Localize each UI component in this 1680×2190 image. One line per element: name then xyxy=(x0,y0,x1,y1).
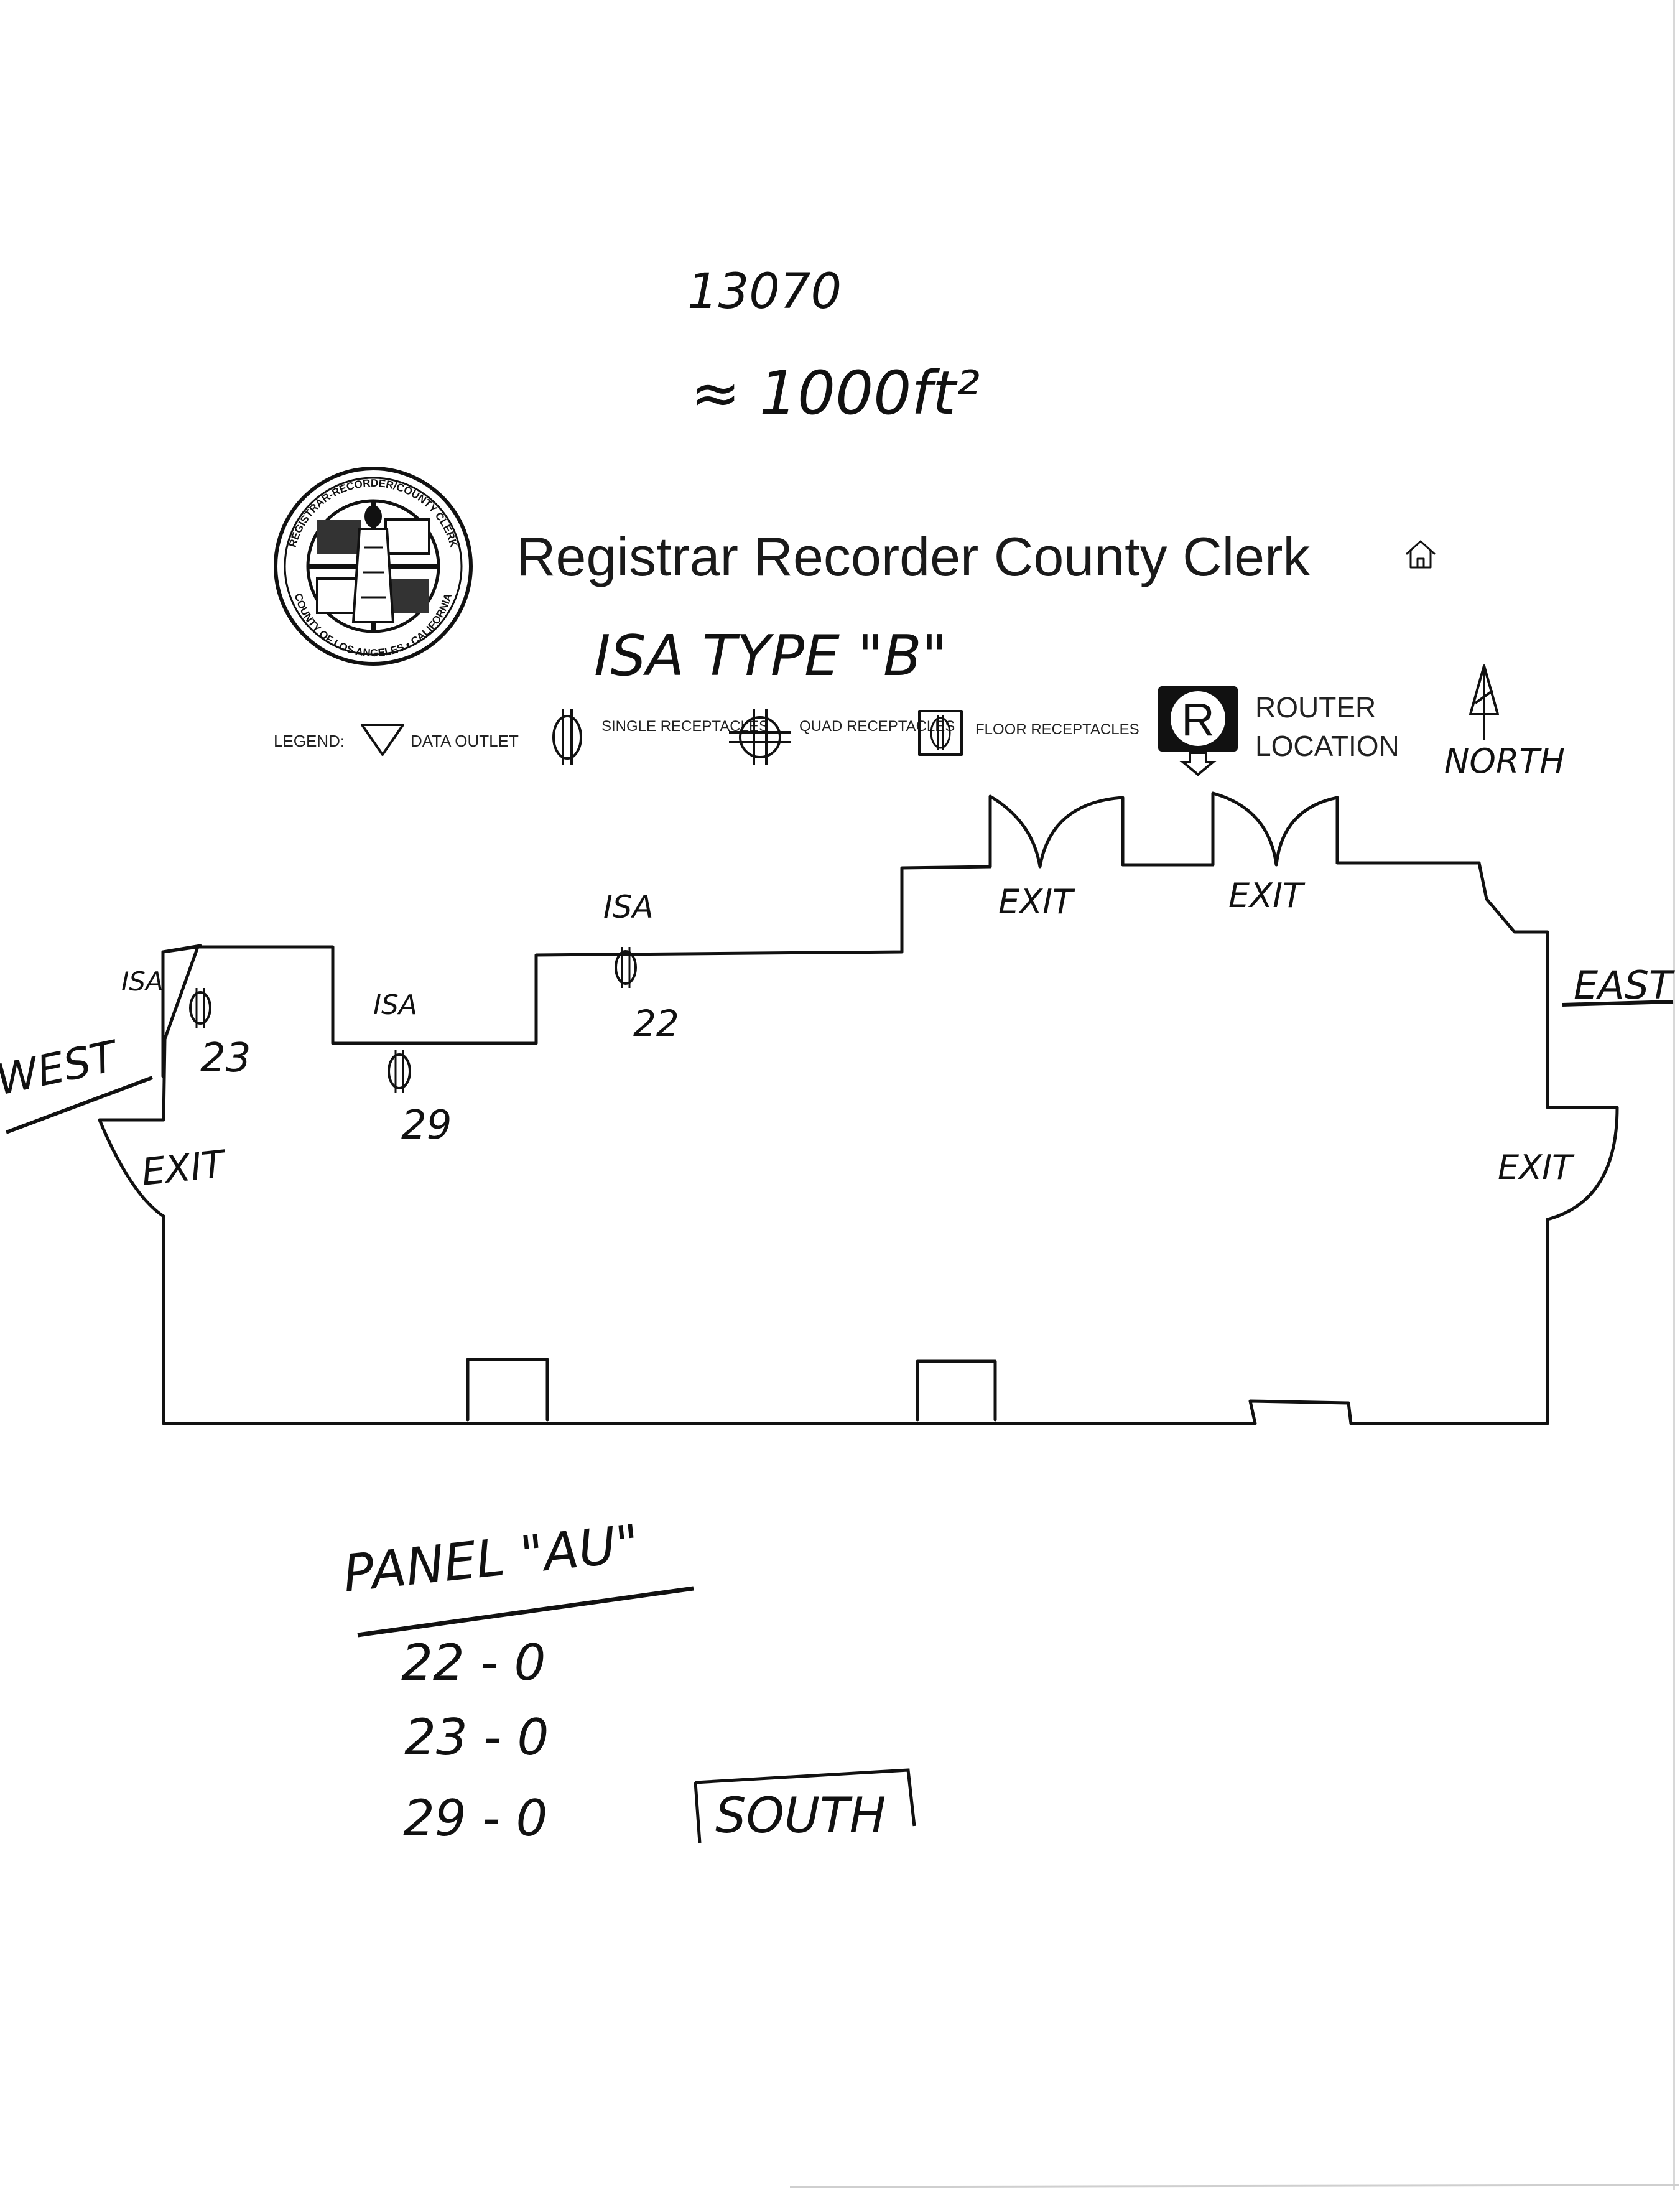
exit-label-north-1: EXIT xyxy=(998,882,1075,921)
county-seal-logo: REGISTRAR-RECORDER/COUNTY CLERK COUNTY O… xyxy=(274,467,473,666)
data-outlet-icon xyxy=(361,724,404,756)
single-receptacle-icon xyxy=(552,709,582,765)
receptacle-label: ISA xyxy=(373,989,417,1021)
panel-circuit: 29 - 0 xyxy=(403,1789,547,1847)
router-label-line2: LOCATION xyxy=(1255,730,1399,762)
receptacle-isa-west: ISA 23 xyxy=(121,966,251,1081)
legend-item-label: QUAD RECEPTACLES xyxy=(799,718,955,735)
legend-item-label: FLOOR RECEPTACLES xyxy=(975,721,1139,738)
exit-label-west: EXIT xyxy=(139,1142,229,1195)
receptacle-label: ISA xyxy=(603,889,654,925)
isa-type-annotation: ISA TYPE "B" xyxy=(594,623,947,689)
north-label: NORTH xyxy=(1444,742,1565,781)
panel-schedule: PANEL "AU" 22 - 0 23 - 0 29 - 0 xyxy=(340,1514,694,1847)
legend-item-label: DATA OUTLET xyxy=(411,732,519,750)
legend: LEGEND: DATA OUTLET SINGLE RECEPTACLES Q… xyxy=(274,664,1565,781)
north-arrow-icon xyxy=(1469,664,1499,740)
panel-title: PANEL "AU" xyxy=(340,1514,642,1603)
circuit-number: 23 xyxy=(200,1035,251,1081)
floor-plan-outline xyxy=(98,791,1619,1425)
panel-circuit: 23 - 0 xyxy=(404,1708,549,1766)
panel-circuit: 22 - 0 xyxy=(401,1634,545,1692)
area-annotation: ≈ 1000ft² xyxy=(690,358,980,428)
exit-label-north-2: EXIT xyxy=(1228,876,1306,915)
router-label-line1: ROUTER xyxy=(1255,691,1376,724)
receptacle-isa-center-west: ISA 29 xyxy=(373,989,452,1149)
home-icon xyxy=(1406,540,1436,569)
south-label-box: SOUTH xyxy=(694,1768,916,1844)
legend-label: LEGEND: xyxy=(274,732,345,750)
receptacle-label: ISA xyxy=(121,966,164,997)
receptacle-isa-center: ISA 22 xyxy=(603,889,679,1045)
site-number: 13070 xyxy=(687,264,842,320)
scan-artifact-line xyxy=(789,2184,1680,2188)
circuit-number: 22 xyxy=(633,1002,679,1045)
quad-receptacle-icon xyxy=(729,709,791,765)
circuit-number: 29 xyxy=(401,1102,452,1149)
page-title: Registrar Recorder County Clerk xyxy=(516,526,1311,587)
router-letter: R xyxy=(1181,694,1214,745)
floor-receptacle-icon xyxy=(918,710,963,756)
south-label: SOUTH xyxy=(715,1788,886,1844)
router-icon: R xyxy=(1158,686,1238,776)
scan-edge-right xyxy=(1673,0,1675,2190)
exit-label-east: EXIT xyxy=(1498,1148,1575,1187)
